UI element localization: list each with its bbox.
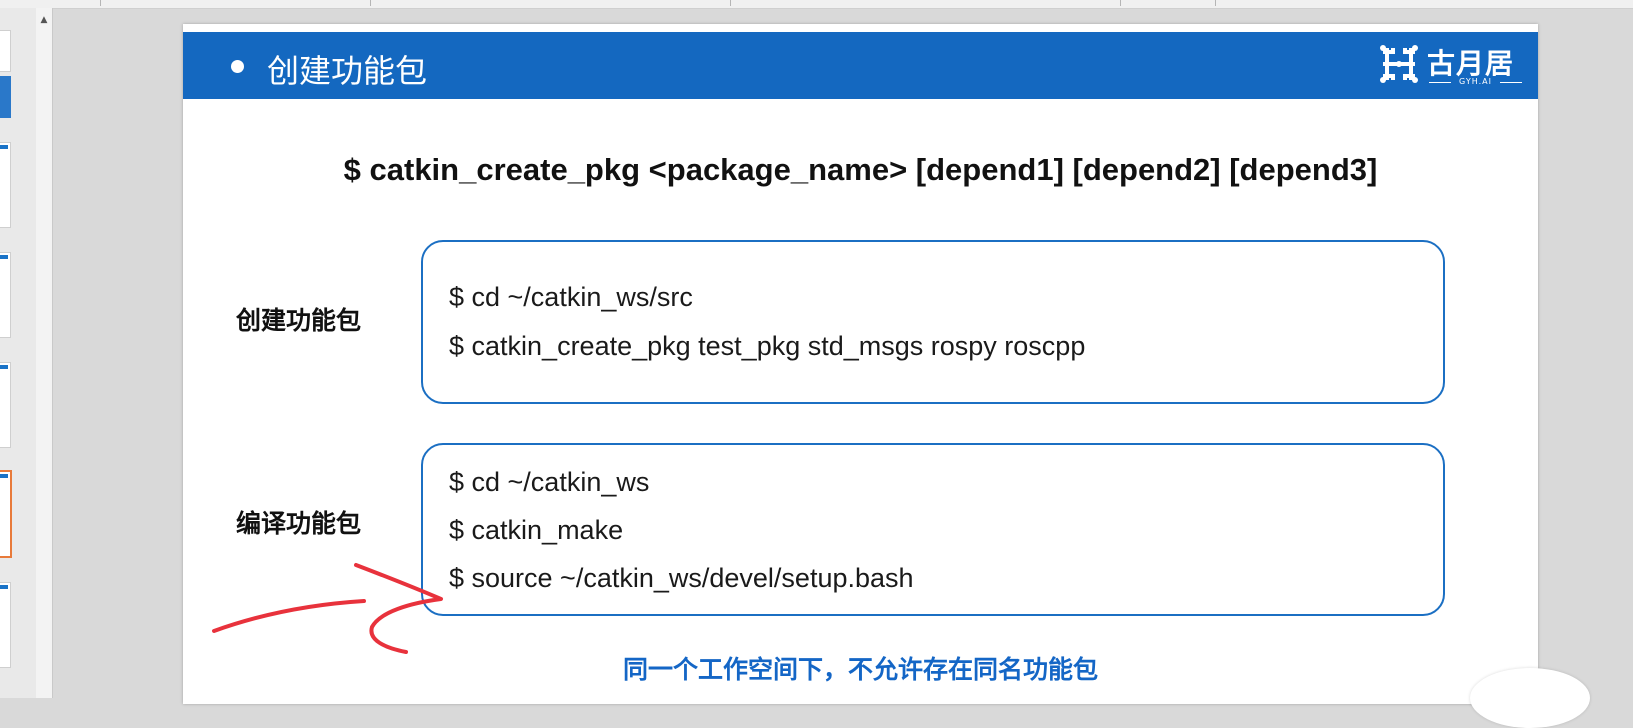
- slide-thumbnail[interactable]: [0, 252, 11, 338]
- section-label-build: 编译功能包: [236, 509, 362, 538]
- slide-thumbnail[interactable]: [0, 142, 11, 228]
- slide-thumbnail-selected[interactable]: [0, 470, 12, 558]
- bullet-dot-icon: [231, 60, 244, 73]
- thumbnail-header-strip: [0, 365, 8, 369]
- code-line: $ catkin_make: [449, 515, 624, 545]
- command-syntax: $ catkin_create_pkg <package_name> [depe…: [343, 152, 1378, 187]
- scroll-up-arrow-icon[interactable]: ▲: [40, 15, 48, 25]
- logo-subtitle: GYH.AI: [1429, 77, 1522, 87]
- warning-note: 同一个工作空间下，不允许存在同名功能包: [622, 655, 1098, 684]
- thumbnail-scrollbar[interactable]: ▲: [36, 8, 53, 698]
- header-divider: [370, 0, 371, 6]
- thumbnail-header-strip: [0, 145, 8, 149]
- code-line: $ cd ~/catkin_ws: [449, 467, 650, 497]
- code-line: $ catkin_create_pkg test_pkg std_msgs ro…: [449, 331, 1086, 361]
- slide-thumbnail[interactable]: [0, 76, 11, 118]
- code-line: $ cd ~/catkin_ws/src: [449, 282, 693, 312]
- section-label-create: 创建功能包: [236, 306, 362, 335]
- header-divider: [1120, 0, 1121, 6]
- gyh-logo-mark-icon: [1380, 45, 1418, 83]
- brand-logo: 古月居 GYH.AI: [1379, 44, 1524, 88]
- slide-thumbnail[interactable]: [0, 362, 11, 448]
- header-divider: [730, 0, 731, 6]
- top-header-strip: [0, 0, 1633, 9]
- slide-thumbnails-panel: [0, 8, 37, 698]
- code-box-create: $ cd ~/catkin_ws/src $ catkin_create_pkg…: [421, 240, 1445, 404]
- slide-title: 创建功能包: [267, 52, 428, 90]
- thumbnail-header-strip: [0, 585, 8, 589]
- code-line: $ source ~/catkin_ws/devel/setup.bash: [449, 563, 914, 593]
- logo-wordmark: 古月居: [1427, 47, 1515, 80]
- header-divider: [100, 0, 101, 6]
- header-divider: [1215, 0, 1216, 6]
- slide-header-bar: 创建功能包 古月居 GYH.AI: [183, 32, 1538, 99]
- thumbnail-header-strip: [0, 255, 8, 259]
- slide-thumbnail[interactable]: [0, 582, 11, 668]
- overlay-bubble: [1470, 668, 1590, 728]
- code-box-build: $ cd ~/catkin_ws $ catkin_make $ source …: [421, 443, 1445, 616]
- slide-canvas: 创建功能包 古月居 GYH.AI $ catkin_create_p: [183, 24, 1538, 704]
- thumbnail-header-strip: [0, 474, 8, 478]
- slide-thumbnail[interactable]: [0, 30, 11, 72]
